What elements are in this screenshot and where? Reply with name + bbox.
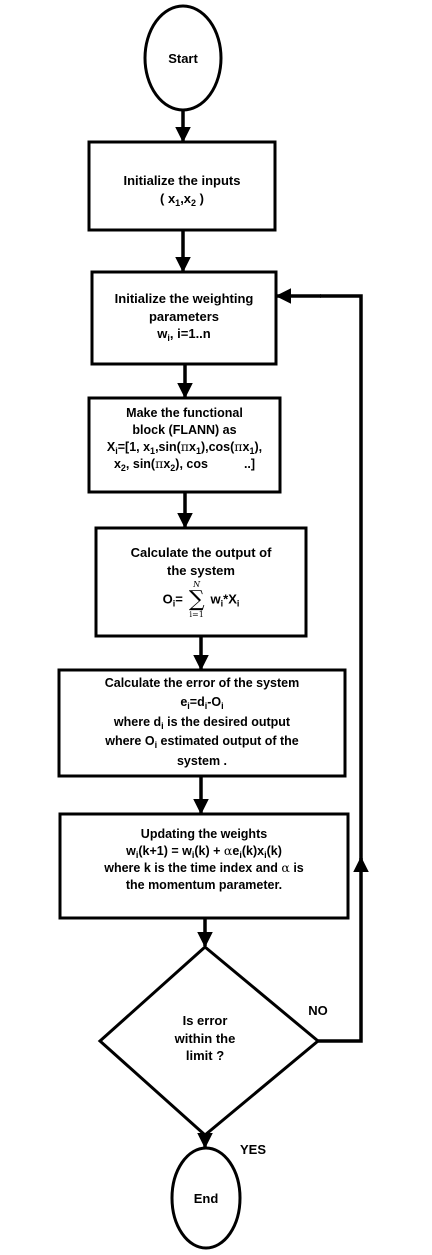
- yes-branch-label: YES: [239, 1142, 266, 1157]
- initialize-inputs-label: Initialize the inputs ( x1,x2 ): [123, 173, 241, 208]
- summation-symbol: N∑i=1: [188, 580, 205, 620]
- functional-block-box: [87, 396, 282, 494]
- decision-label: Is error within the limit ?: [174, 1013, 236, 1064]
- start-label: Start: [168, 51, 198, 66]
- initialize-weights-label: Initialize the weighting parameters wi, …: [114, 291, 254, 344]
- no-branch-label: NO: [308, 1003, 328, 1018]
- calculate-error-label: Calculate the error of the system ei=di-…: [104, 676, 300, 768]
- loop-line-no-branch: [318, 858, 363, 1043]
- functional-block-label: Make the functional block (FLANN) as Xi=…: [106, 406, 263, 473]
- loop-line-return: [320, 294, 363, 858]
- calculate-output-label: Calculate the output of the system Oi=N∑…: [130, 545, 272, 620]
- end-label: End: [193, 1191, 219, 1206]
- update-weights-label: Updating the weights wi(k+1) = wi(k) + α…: [104, 827, 304, 892]
- initialize-inputs-box: [87, 140, 277, 232]
